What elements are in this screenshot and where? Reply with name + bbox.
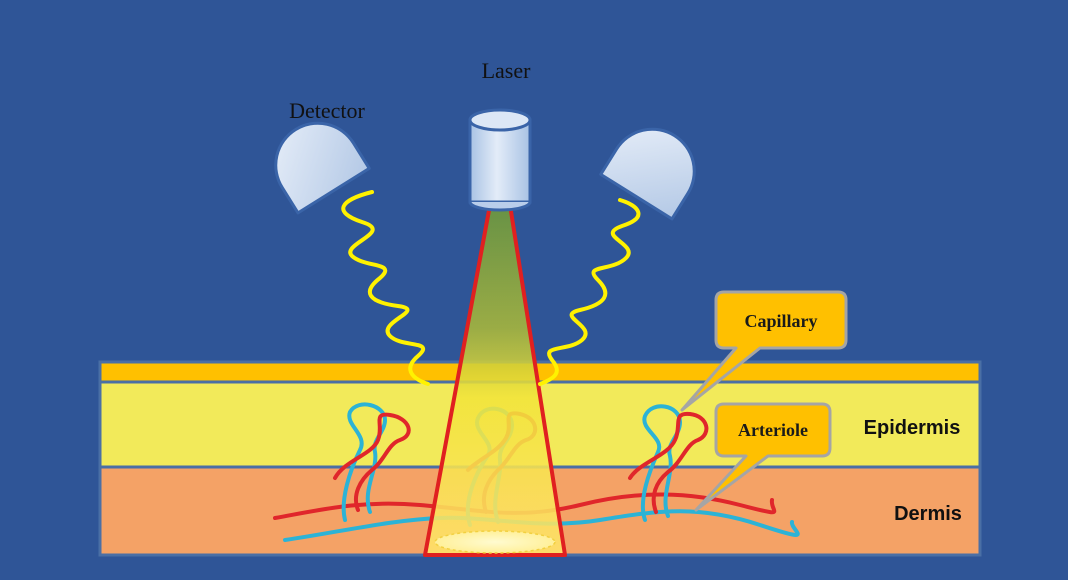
scattered-light (341, 190, 641, 386)
illuminated-spot (434, 530, 556, 554)
surface-layer (98, 360, 982, 384)
capillary-loop-left-red (333, 412, 411, 512)
laser-label: Laser (482, 58, 532, 83)
capillary-loop-right-red (628, 411, 709, 514)
laser-body (468, 118, 532, 204)
laser-bottom-rim (468, 201, 532, 212)
arteriole-callout-bubble (694, 402, 832, 512)
arteriole-blue (283, 509, 800, 542)
dermis-label: Dermis (894, 503, 962, 525)
scatter-wave-right (538, 198, 641, 386)
capillary-label: Capillary (744, 311, 817, 331)
arteriole-label: Arteriole (738, 420, 808, 440)
detector-right-body (599, 127, 696, 221)
detector-label: Detector (289, 98, 365, 123)
scatter-wave-left (341, 190, 430, 386)
detector-left-icon (274, 121, 371, 215)
epidermis-label: Epidermis (864, 417, 961, 439)
arteriole-red (273, 492, 777, 520)
arteriole-callout: Arteriole (694, 402, 832, 512)
capillary-callout: Capillary (680, 290, 848, 412)
laser-top (468, 108, 532, 132)
detector-left-body (274, 121, 371, 215)
capillary-callout-bubble (680, 290, 848, 412)
laser-source-icon (468, 108, 532, 212)
detector-right-icon (599, 127, 696, 221)
